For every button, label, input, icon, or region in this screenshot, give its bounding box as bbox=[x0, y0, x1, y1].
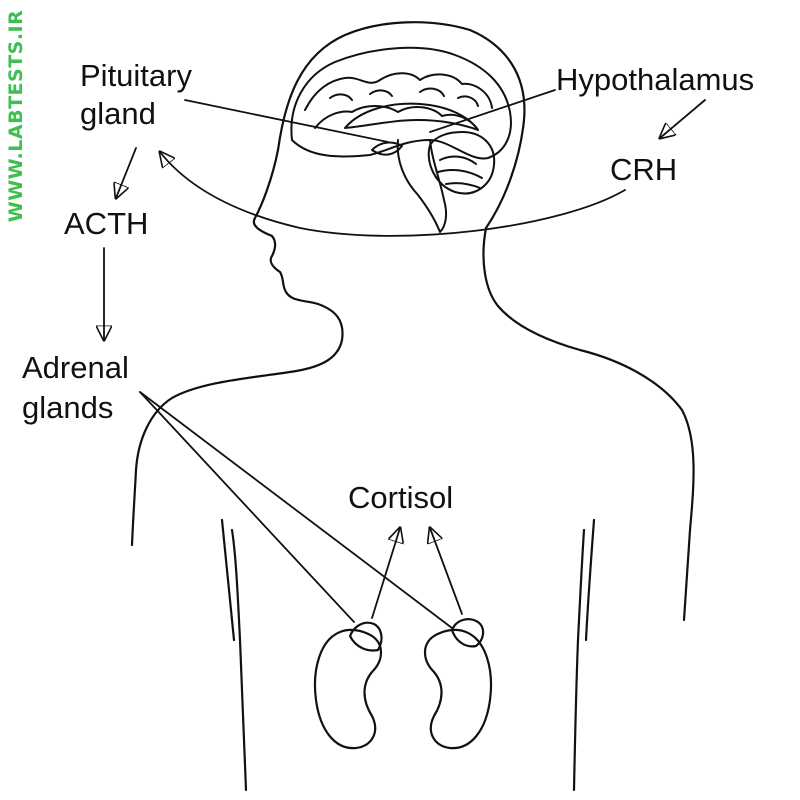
cortisol-arrow-right bbox=[430, 528, 463, 615]
thalamus bbox=[371, 141, 403, 156]
left-kidney-outline bbox=[313, 628, 383, 750]
connectors bbox=[104, 89, 706, 629]
brain-fold bbox=[314, 105, 479, 131]
brain-outline bbox=[290, 46, 512, 160]
acth-label: ACTH bbox=[64, 206, 149, 241]
pituitary-label-line2: gland bbox=[80, 96, 156, 131]
left-adrenal-gland bbox=[348, 621, 383, 652]
head-profile-outline bbox=[130, 21, 526, 547]
left-torso-side bbox=[220, 518, 236, 642]
neck-back-outline bbox=[482, 226, 695, 622]
hypothalamus-label: Hypothalamus bbox=[556, 62, 755, 97]
left-arm-inner bbox=[230, 528, 248, 792]
crh-label: CRH bbox=[610, 152, 678, 187]
adrenal-label-line2: glands bbox=[22, 390, 114, 425]
cerebellum bbox=[427, 131, 496, 195]
body-outline bbox=[130, 21, 695, 792]
left-kidney bbox=[313, 621, 383, 750]
brain bbox=[290, 46, 512, 233]
crh-to-pituitary-arrow bbox=[160, 152, 626, 237]
cortisol-arrow-left bbox=[371, 528, 400, 619]
crh-arrow bbox=[660, 99, 706, 138]
right-kidney bbox=[423, 618, 493, 750]
pituitary-label-line1: Pituitary bbox=[80, 58, 192, 93]
right-torso-side bbox=[584, 518, 596, 642]
adrenal-pointer-right bbox=[139, 391, 453, 629]
right-adrenal-gland bbox=[450, 618, 485, 648]
brainstem bbox=[396, 139, 448, 233]
pituitary-pointer-line bbox=[184, 99, 389, 143]
right-kidney-outline bbox=[423, 628, 493, 750]
adrenal-pointer-left bbox=[139, 391, 355, 623]
cerebellum-fold bbox=[437, 155, 483, 189]
adrenal-label-line1: Adrenal bbox=[22, 350, 129, 385]
corpus-callosum bbox=[344, 102, 479, 131]
hypothalamus-pointer-line bbox=[429, 89, 556, 133]
right-arm-inner bbox=[572, 528, 586, 792]
pituitary-to-acth-arrow bbox=[116, 147, 137, 198]
cortisol-label: Cortisol bbox=[348, 480, 454, 515]
brain-fold bbox=[329, 87, 479, 107]
brain-fold bbox=[304, 72, 493, 111]
